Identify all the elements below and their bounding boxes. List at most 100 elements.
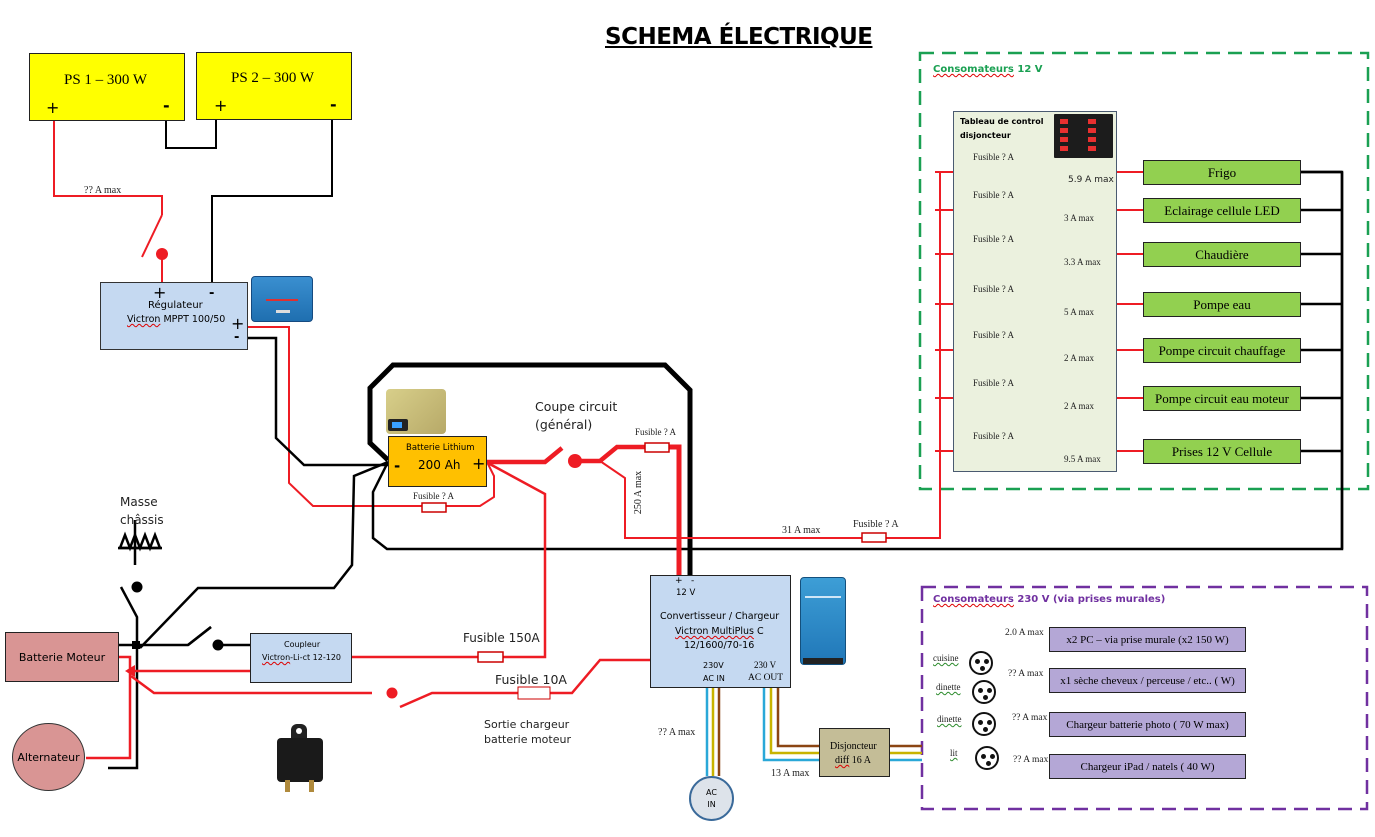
chassis-ground-label-line1: Masse <box>120 495 158 509</box>
wire-alternator-positive <box>86 655 132 760</box>
inverter-model: 12/1600/70-16 <box>684 640 755 651</box>
outlet-room-label: lit <box>950 748 958 758</box>
engine-battery-box[interactable]: Batterie Moteur <box>5 632 119 682</box>
fuse-150a-label: Fusible 150A <box>463 631 540 645</box>
battery-fuse-label: Fusible ? A <box>413 491 455 501</box>
inverter-charger-box[interactable]: + - 12 V Convertisseur / Chargeur Victro… <box>650 575 791 688</box>
breaker-switch-icon <box>1060 128 1068 133</box>
alternator-circle[interactable]: Alternateur <box>12 723 85 791</box>
lithium-battery-box[interactable]: Batterie Lithium - 200 Ah + <box>388 436 487 487</box>
load-12v-box[interactable]: Pompe eau <box>1143 292 1301 317</box>
inverter-ac-out-voltage: 230 V <box>754 660 777 670</box>
rcd-box[interactable]: Disjoncteur diff 16 A <box>819 728 890 777</box>
regulator-title: Régulateur <box>148 300 203 311</box>
chassis-ground-symbol <box>118 531 162 552</box>
multiplus-photo <box>800 577 846 665</box>
outlet-room-label: dinette <box>936 682 961 692</box>
load-12v-box[interactable]: Pompe circuit eau moteur <box>1143 386 1301 411</box>
inverter-dc-minus: - <box>691 576 695 586</box>
solar-panel-2-plus: + <box>214 96 228 115</box>
solar-panel-2[interactable]: PS 2 – 300 W + - <box>196 52 352 120</box>
load-230v-box[interactable]: x2 PC – via prise murale (x2 150 W) <box>1049 627 1246 652</box>
inverter-ac-in-label: AC IN <box>703 674 725 683</box>
coupler-box[interactable]: Coupleur Victron-Li-ct 12-120 <box>250 633 352 683</box>
rcd-title: Disjoncteur <box>830 741 877 752</box>
ground-switch-contact <box>131 581 143 593</box>
charger-output-line2: batterie moteur <box>484 733 571 746</box>
battery-minus: - <box>394 457 401 475</box>
load-12v-box[interactable]: Chaudière <box>1143 242 1301 267</box>
circuit-max-current: 2 A max <box>1064 401 1095 411</box>
circuit-fuse-label: Fusible ? A <box>973 330 1015 340</box>
main-switch-label-line2: (général) <box>535 417 593 432</box>
wire-battery-negative-engine <box>139 460 389 649</box>
ac-input-connector[interactable]: AC IN <box>689 776 734 821</box>
circuit-fuse-label: Fusible ? A <box>973 190 1015 200</box>
page-title: SCHEMA ÉLECTRIQUE <box>605 24 873 50</box>
rcd-rating: 16 A <box>849 755 871 766</box>
solar-panel-2-label: PS 2 – 300 W <box>231 70 315 86</box>
circuit-fuse-label: Fusible ? A <box>973 152 1015 162</box>
wire-solar-positive <box>53 120 163 215</box>
fuse-150a-symbol <box>477 651 504 663</box>
charger-output-label: Sortie chargeur batterie moteur <box>484 717 571 747</box>
breaker-switch-icon <box>1060 146 1068 151</box>
circuit-max-current: 9.5 A max <box>1064 454 1101 464</box>
wire-inverter-positive <box>668 444 682 578</box>
wall-outlet-icon <box>969 651 993 675</box>
battery-name: Batterie Lithium <box>406 443 475 453</box>
group-12v-title-b: 12 V <box>1013 64 1043 75</box>
regulator-model: MPPT 100/50 <box>160 314 226 325</box>
coupler-brand: Victron <box>262 653 291 662</box>
chassis-ground-label-line2: châssis <box>120 513 164 527</box>
inverter-brand: Victron MultiPlus <box>675 626 754 637</box>
solar-panel-1-minus: - <box>163 96 170 115</box>
main-fuse-symbol <box>644 442 670 453</box>
wall-outlet-icon <box>972 712 996 736</box>
rcd-max: 13 A max <box>771 768 810 779</box>
load-12v-box[interactable]: Frigo <box>1143 160 1301 185</box>
outlet-max-current: 2.0 A max <box>1005 628 1044 638</box>
solar-switch-blade <box>141 214 163 258</box>
circuit-fuse-label: Fusible ? A <box>973 234 1015 244</box>
regulator-box[interactable]: + - Régulateur Victron MPPT 100/50 + - <box>100 282 248 350</box>
circuit-fuse-label: Fusible ? A <box>973 378 1015 388</box>
load-230v-box[interactable]: x1 sèche cheveux / perceuse / etc.. ( W) <box>1049 668 1246 693</box>
group-12v-title: Consomateurs 12 V <box>933 64 1043 75</box>
inverter-brand-suffix: C <box>754 626 764 637</box>
ac-input-line2: IN <box>707 799 716 809</box>
breaker-panel-photo <box>1054 114 1113 158</box>
load-230v-box[interactable]: Chargeur batterie photo ( 70 W max) <box>1049 712 1246 737</box>
inverter-dc-voltage: 12 V <box>676 588 696 598</box>
wire-ac-out <box>762 688 922 762</box>
load-12v-box[interactable]: Pompe circuit chauffage <box>1143 338 1301 363</box>
wire-regulator-negative <box>246 336 388 467</box>
wire-battery-negative-main <box>367 362 693 578</box>
load-230v-box[interactable]: Chargeur iPad / natels ( 40 W) <box>1049 754 1246 779</box>
group-230v-border <box>920 585 1369 811</box>
main-switch-label: Coupe circuit (général) <box>535 398 617 434</box>
load-12v-box[interactable]: Eclairage cellule LED <box>1143 198 1301 223</box>
regulator-pv-plus: + <box>153 283 167 302</box>
outlet-room: cuisine <box>933 653 959 663</box>
outlet-room-label: dinette <box>937 714 962 724</box>
main-fuse-max: 250 A max <box>633 470 645 515</box>
wire-charger-to-engine-battery <box>130 674 372 695</box>
fuse-10a-label: Fusible 10A <box>495 672 567 687</box>
solar-panel-1[interactable]: PS 1 – 300 W + - <box>29 53 185 121</box>
circuit-max-current: 5.9 A max <box>1068 175 1114 185</box>
outlet-max-current: ?? A max <box>1012 713 1048 723</box>
group-230v-title-b: 230 V (via prises murales) <box>1013 594 1166 605</box>
outlet-max-current: ?? A max <box>1008 669 1044 679</box>
battery-photo <box>386 389 446 434</box>
outlet-room-label: cuisine <box>933 653 959 663</box>
load-12v-box[interactable]: Prises 12 V Cellule <box>1143 439 1301 464</box>
charger-switch-contact <box>386 687 398 699</box>
outlet-room: lit <box>950 748 958 758</box>
feed-12v-fuse-label: Fusible ? A <box>853 519 899 530</box>
outlet-room: dinette <box>937 714 962 724</box>
regulator-pv-minus: - <box>209 286 215 301</box>
ac-input-line1: AC <box>706 787 717 797</box>
solar-panel-1-label: PS 1 – 300 W <box>64 72 148 88</box>
rcd-diff: diff <box>835 755 850 766</box>
